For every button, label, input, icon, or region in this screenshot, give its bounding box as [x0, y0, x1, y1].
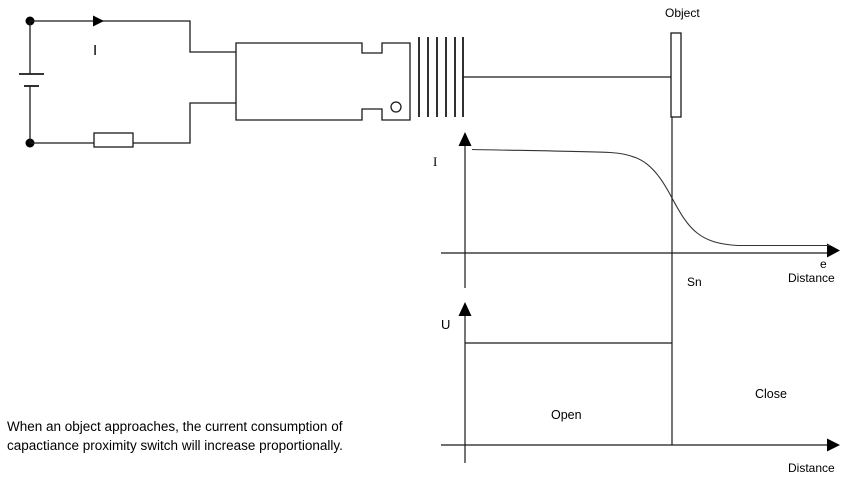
object-plate [670, 32, 682, 118]
circuit-schematic [19, 15, 236, 148]
resistor-icon [93, 132, 134, 148]
current-distance-graph [441, 132, 840, 288]
output-graph-y-arrow-icon [458, 302, 472, 316]
current-arrow-icon [93, 15, 104, 27]
current-graph-x-sublabel: e [820, 257, 827, 271]
output-graph-x-label: Distance [788, 461, 835, 475]
close-region-label: Close [755, 387, 787, 401]
object-group [670, 32, 682, 445]
sensor-electrode-plates [418, 37, 464, 117]
caption-line-1: When an object approaches, the current c… [7, 419, 343, 434]
wire-bottom-right [133, 102, 236, 144]
sensor-indicator-circle [390, 101, 402, 113]
circuit-current-label: I [93, 42, 97, 59]
output-graph-x-arrow-icon [827, 438, 840, 452]
sn-threshold-label: Sn [687, 275, 702, 289]
current-graph-y-label: I [433, 154, 437, 169]
current-curve [471, 148, 830, 247]
open-region-label: Open [551, 408, 582, 422]
caption-line-2: capactiance proximity switch will increa… [7, 437, 343, 453]
current-graph-x-label: Distance [788, 271, 835, 285]
current-graph-x-arrow-icon [827, 243, 840, 258]
sensor-body [235, 42, 411, 121]
output-graph-y-label: U [441, 317, 450, 332]
current-graph-y-arrow-icon [458, 132, 472, 146]
output-distance-graph [441, 302, 840, 463]
caption-text: When an object approaches, the current c… [7, 418, 343, 455]
object-label: Object [665, 6, 700, 20]
wire-top [30, 20, 236, 53]
proximity-sensor [235, 37, 671, 121]
